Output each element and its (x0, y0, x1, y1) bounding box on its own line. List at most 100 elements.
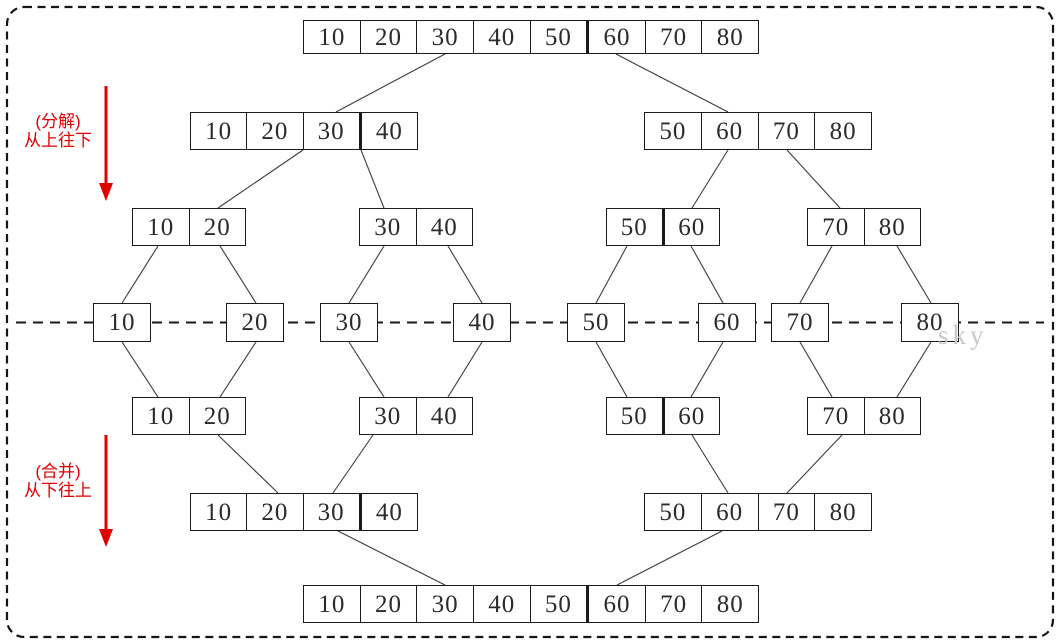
array-cell: 50 (659, 498, 687, 526)
array-cell: 50 (659, 117, 687, 145)
decompose-arrow (99, 86, 113, 201)
array-cell: 30 (302, 113, 359, 149)
array-cell: 40 (415, 209, 473, 245)
array-upper-pair-70-80: 70 80 (807, 208, 921, 246)
array-cell: 20 (246, 113, 302, 149)
array-cell: 10 (205, 117, 233, 145)
connector-line (799, 245, 833, 304)
array-single-60: 60 (698, 303, 756, 342)
array-cell: 80 (863, 398, 921, 434)
array-cell: 60 (700, 113, 758, 149)
connector-line (595, 245, 628, 304)
array-cell: 70 (757, 494, 815, 530)
array-cell: 50 (620, 402, 648, 430)
array-single-70: 70 (771, 303, 829, 342)
watermark-text: sky (938, 320, 988, 350)
connector-line (348, 341, 385, 398)
array-single-80: 80 (901, 303, 959, 342)
decompose-label-line2: 从上往下 (24, 131, 92, 150)
array-cell: 40 (415, 398, 473, 434)
connector-line (615, 53, 729, 113)
connector-line (217, 434, 279, 494)
array-cell: 10 (108, 309, 136, 336)
array-cell: 60 (661, 209, 720, 245)
array-cell: 30 (416, 21, 473, 53)
array-cell: 60 (586, 21, 645, 53)
array-cell: 10 (205, 498, 233, 526)
array-cell: 20 (188, 398, 246, 434)
array-lower-pair-70-80: 70 80 (807, 397, 921, 435)
array-cell: 20 (246, 494, 302, 530)
array-upper-pair-30-40: 30 40 (359, 208, 473, 246)
connector-line (799, 341, 833, 398)
array-cell: 40 (472, 586, 530, 622)
array-single-50: 50 (567, 303, 625, 342)
array-cell: 30 (416, 586, 473, 622)
array-lower-pair-10-20: 10 20 (132, 397, 246, 435)
merge-label-line2: 从下往上 (24, 481, 92, 500)
array-cell: 50 (582, 309, 610, 336)
array-cell: 70 (757, 113, 815, 149)
array-single-20: 20 (226, 303, 284, 342)
array-cell: 10 (147, 402, 175, 430)
array-cell: 10 (318, 23, 346, 51)
array-cell: 30 (374, 213, 402, 241)
connector-line (219, 245, 257, 304)
array-cell: 30 (335, 309, 363, 336)
array-cell: 60 (661, 398, 720, 434)
connector-line (121, 245, 159, 304)
merge-arrow (99, 435, 113, 547)
array-cell: 60 (586, 586, 645, 622)
connector-line (896, 341, 932, 398)
array-cell: 80 (701, 21, 758, 53)
connector-line (447, 245, 483, 304)
array-cell: 20 (359, 21, 417, 53)
array-cell: 40 (468, 309, 496, 336)
connector-line (348, 245, 385, 304)
array-cell: 50 (529, 21, 587, 53)
connector-line (337, 530, 446, 586)
array-cell: 20 (359, 586, 417, 622)
connector-line (447, 341, 483, 398)
connector-line (360, 149, 385, 209)
array-lower-pair-30-40: 30 40 (359, 397, 473, 435)
connector-line (616, 530, 723, 586)
array-single-40: 40 (453, 303, 511, 342)
connector-line (332, 434, 374, 494)
array-cell: 80 (701, 586, 758, 622)
connector-line (691, 149, 729, 209)
array-single-10: 10 (93, 303, 151, 342)
array-cell: 70 (822, 213, 850, 241)
decompose-label-line1: (分解) (35, 112, 81, 131)
array-cell: 50 (620, 213, 648, 241)
array-cell: 80 (916, 309, 944, 336)
array-cell: 30 (302, 494, 359, 530)
array-cell: 40 (358, 494, 417, 530)
connector-line (219, 341, 257, 398)
connector-line (217, 149, 304, 209)
array-cell: 80 (863, 209, 921, 245)
array-cell: 20 (241, 309, 269, 336)
connector-line (786, 149, 841, 209)
array-cell: 30 (374, 402, 402, 430)
array-cell: 70 (786, 309, 814, 336)
merge-label: (合并) 从下往上 (12, 462, 104, 500)
connector-line (121, 341, 159, 398)
array-cell: 70 (822, 402, 850, 430)
connector-line (595, 341, 628, 398)
array-lower-pair-50-60: 50 60 (606, 397, 720, 435)
decompose-label: (分解) 从上往下 (12, 112, 104, 150)
connector-line (786, 434, 843, 494)
array-cell: 70 (644, 21, 702, 53)
array-cell: 10 (147, 213, 175, 241)
array-cell: 40 (358, 113, 417, 149)
array-upper-pair-50-60: 50 60 (606, 208, 720, 246)
